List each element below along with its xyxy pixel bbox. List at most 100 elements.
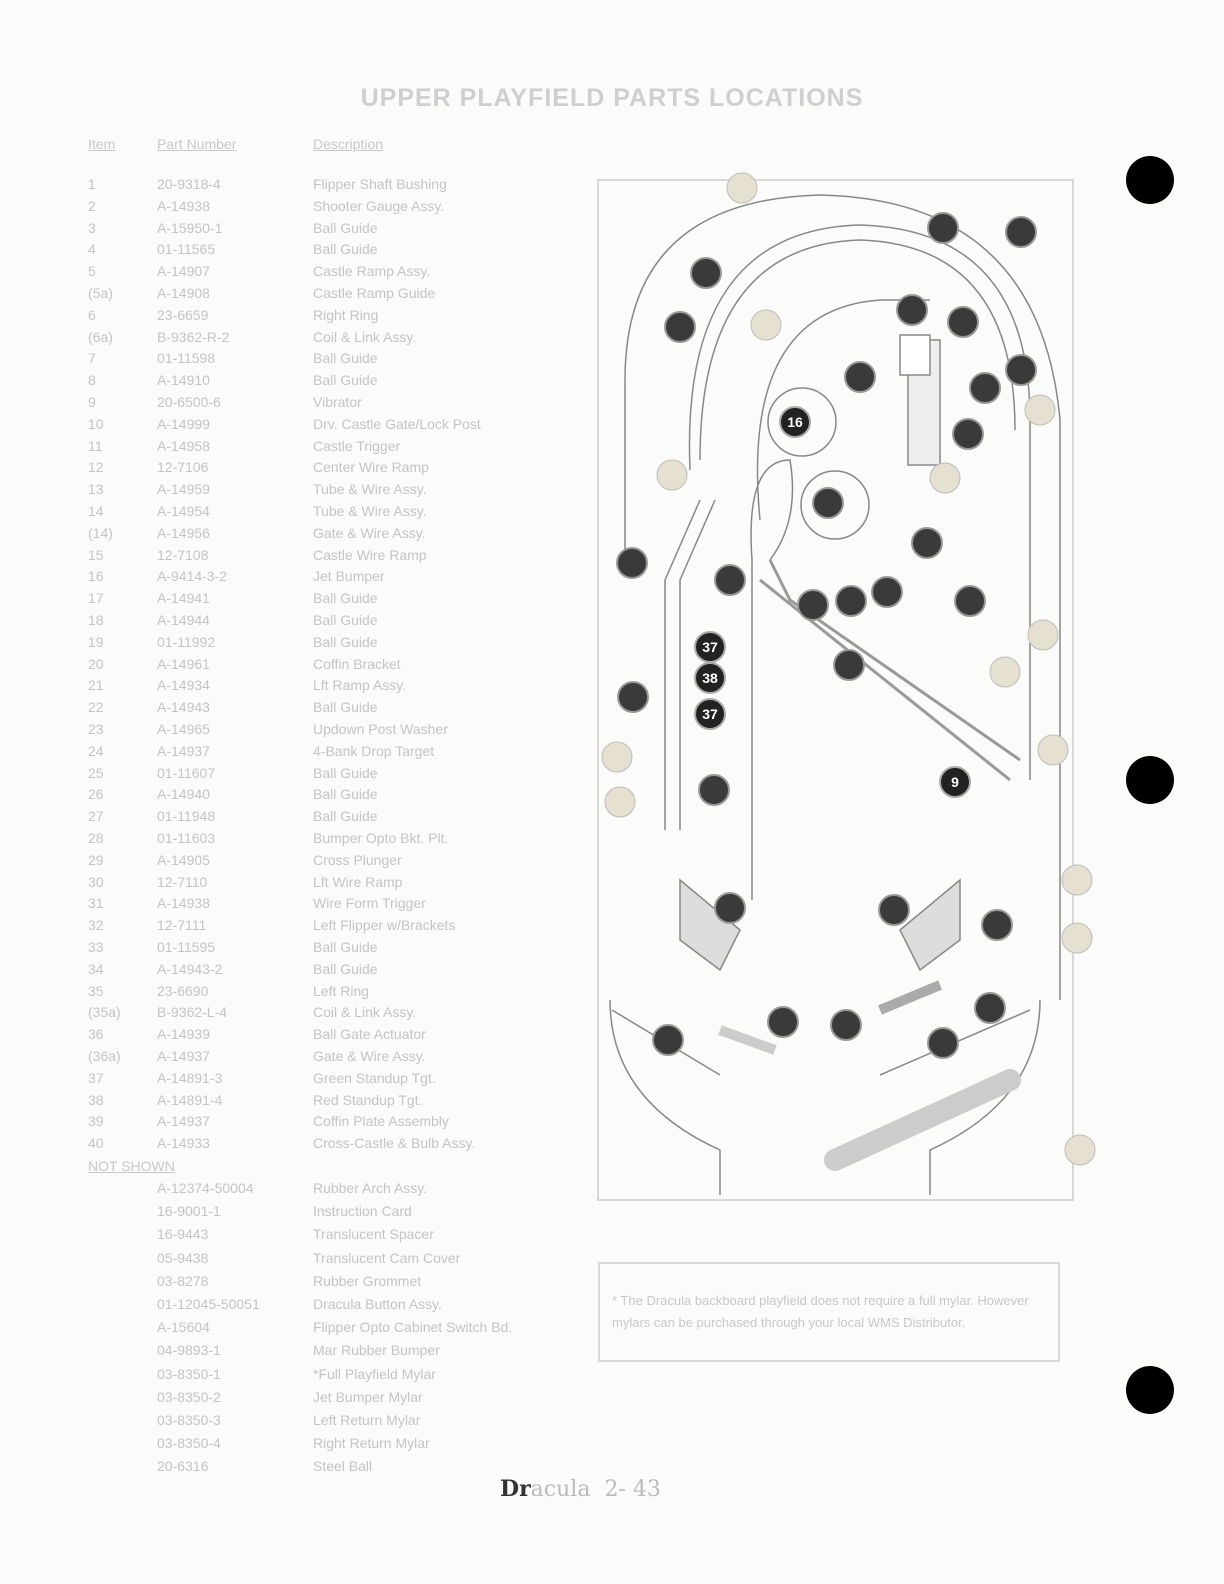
part-number: A-14891-3: [157, 1069, 223, 1086]
orbit-rail: [688, 224, 1031, 780]
callout-bubble: [952, 418, 984, 450]
part-number: A-14999: [157, 415, 210, 432]
item-number: 29: [88, 851, 104, 868]
callout-bubble: [767, 1006, 799, 1038]
part-number: A-14943-2: [157, 960, 223, 977]
part-number: 12-7108: [157, 546, 209, 563]
callout-bubble: [954, 585, 986, 617]
callout-bubble-labeled: 37: [694, 698, 726, 730]
part-number: 20-6316: [157, 1458, 209, 1475]
callout-bubble: [652, 1024, 684, 1056]
callout-bubble: [878, 894, 910, 926]
callout-label: 9: [951, 774, 959, 790]
binder-hole: [1126, 156, 1174, 204]
part-description: Ball Guide: [313, 372, 378, 389]
part-number: 16-9001-1: [157, 1203, 221, 1220]
part-number: 23-6659: [157, 306, 209, 323]
part-description: Updown Post Washer: [313, 721, 448, 737]
item-number: 15: [88, 546, 104, 563]
part-description: Steel Ball: [313, 1458, 373, 1475]
item-number: 12: [88, 459, 104, 476]
item-number: (14): [88, 524, 113, 541]
item-number: 35: [88, 982, 104, 999]
callout-bubble-labeled: 38: [694, 662, 726, 694]
part-number: 12-7106: [157, 459, 209, 476]
part-description: Jet Bumper Mylar: [313, 1388, 423, 1405]
part-description: Wire Form Trigger: [313, 895, 426, 912]
part-description: Tube & Wire Assy.: [313, 481, 427, 498]
item-number: 26: [88, 786, 104, 803]
part-description: Left Return Mylar: [313, 1412, 421, 1428]
part-description: Coil & Link Assy.: [313, 328, 417, 345]
binder-hole: [1126, 1366, 1174, 1414]
part-description: Right Ring: [313, 306, 379, 323]
item-number: 7: [88, 350, 96, 367]
part-description: Flipper Opto Cabinet Switch Bd.: [313, 1319, 513, 1336]
part-number: A-15604: [157, 1319, 210, 1336]
callout-bubble: [927, 212, 959, 244]
part-description: Tube & Wire Assy.: [313, 503, 427, 519]
item-number: 32: [88, 917, 104, 934]
callout-bubble: [927, 1027, 959, 1059]
item-number: 17: [88, 590, 104, 607]
page-title: UPPER PLAYFIELD PARTS LOCATIONS: [360, 84, 864, 112]
part-description: Bumper Opto Bkt. Plt.: [313, 830, 449, 846]
part-number: 12-7110: [157, 873, 208, 890]
part-number: A-14959: [157, 481, 210, 498]
part-description: Ball Guide: [313, 960, 378, 977]
page-number: 2- 43: [604, 1477, 661, 1502]
outer-rail: [624, 194, 1061, 1000]
part-description: Dracula Button Assy.: [313, 1296, 442, 1312]
item-number: 24: [88, 742, 104, 759]
part-description: Mar Rubber Bumper: [313, 1342, 440, 1359]
lamp-insert: [1024, 394, 1056, 426]
item-number: 39: [88, 1113, 104, 1130]
callout-bubble: [835, 585, 867, 617]
part-number: 01-12045-50051: [157, 1296, 260, 1312]
part-number: 01-11595: [157, 939, 216, 955]
item-number: 13: [88, 481, 104, 498]
item-number: 5: [88, 263, 96, 280]
part-number: A-14910: [157, 372, 210, 389]
part-description: Lft Ramp Assy.: [313, 677, 407, 694]
part-number: 01-11992: [157, 633, 216, 650]
callout-bubble: [974, 992, 1006, 1024]
part-description: Gate & Wire Assy.: [313, 524, 426, 541]
part-number: A-14905: [157, 851, 210, 868]
item-number: 27: [88, 808, 104, 825]
item-number: 2: [88, 197, 96, 214]
not-shown-heading: NOT SHOWN: [88, 1158, 175, 1174]
part-number: A-14891-4: [157, 1091, 223, 1108]
part-description: Ball Guide: [313, 241, 378, 258]
part-number: A-14956: [157, 524, 210, 541]
column-header-item: Item: [88, 136, 116, 152]
callout-label: 16: [787, 414, 803, 430]
callout-bubble-labeled: 16: [779, 406, 811, 438]
part-number: 01-11598: [157, 350, 216, 367]
item-number: 14: [88, 503, 104, 519]
part-description: Ball Gate Actuator: [313, 1026, 426, 1043]
lamp-insert: [750, 309, 782, 341]
lamp-insert: [656, 459, 688, 491]
item-number: (36a): [88, 1048, 121, 1064]
part-description: Castle Ramp Assy.: [313, 263, 431, 280]
part-description: Red Standup Tgt.: [313, 1091, 423, 1108]
callout-bubble: [714, 564, 746, 596]
item-number: 18: [88, 612, 104, 628]
callout-bubble-labeled: 9: [939, 766, 971, 798]
part-number: 04-9893-1: [157, 1342, 221, 1359]
item-number: 20: [88, 655, 104, 672]
part-number: A-14934: [157, 677, 210, 694]
callout-bubble: [844, 361, 876, 393]
item-number: 28: [88, 830, 104, 846]
item-number: 38: [88, 1091, 104, 1108]
part-description: Jet Bumper: [313, 568, 385, 585]
part-number: A-14941: [157, 590, 210, 607]
part-number: 23-6690: [157, 982, 209, 999]
item-number: 9: [88, 394, 96, 410]
callout-bubble: [617, 681, 649, 713]
callout-bubble: [911, 527, 943, 559]
part-description: Vibrator: [313, 394, 362, 410]
part-description: Center Wire Ramp: [313, 459, 429, 476]
